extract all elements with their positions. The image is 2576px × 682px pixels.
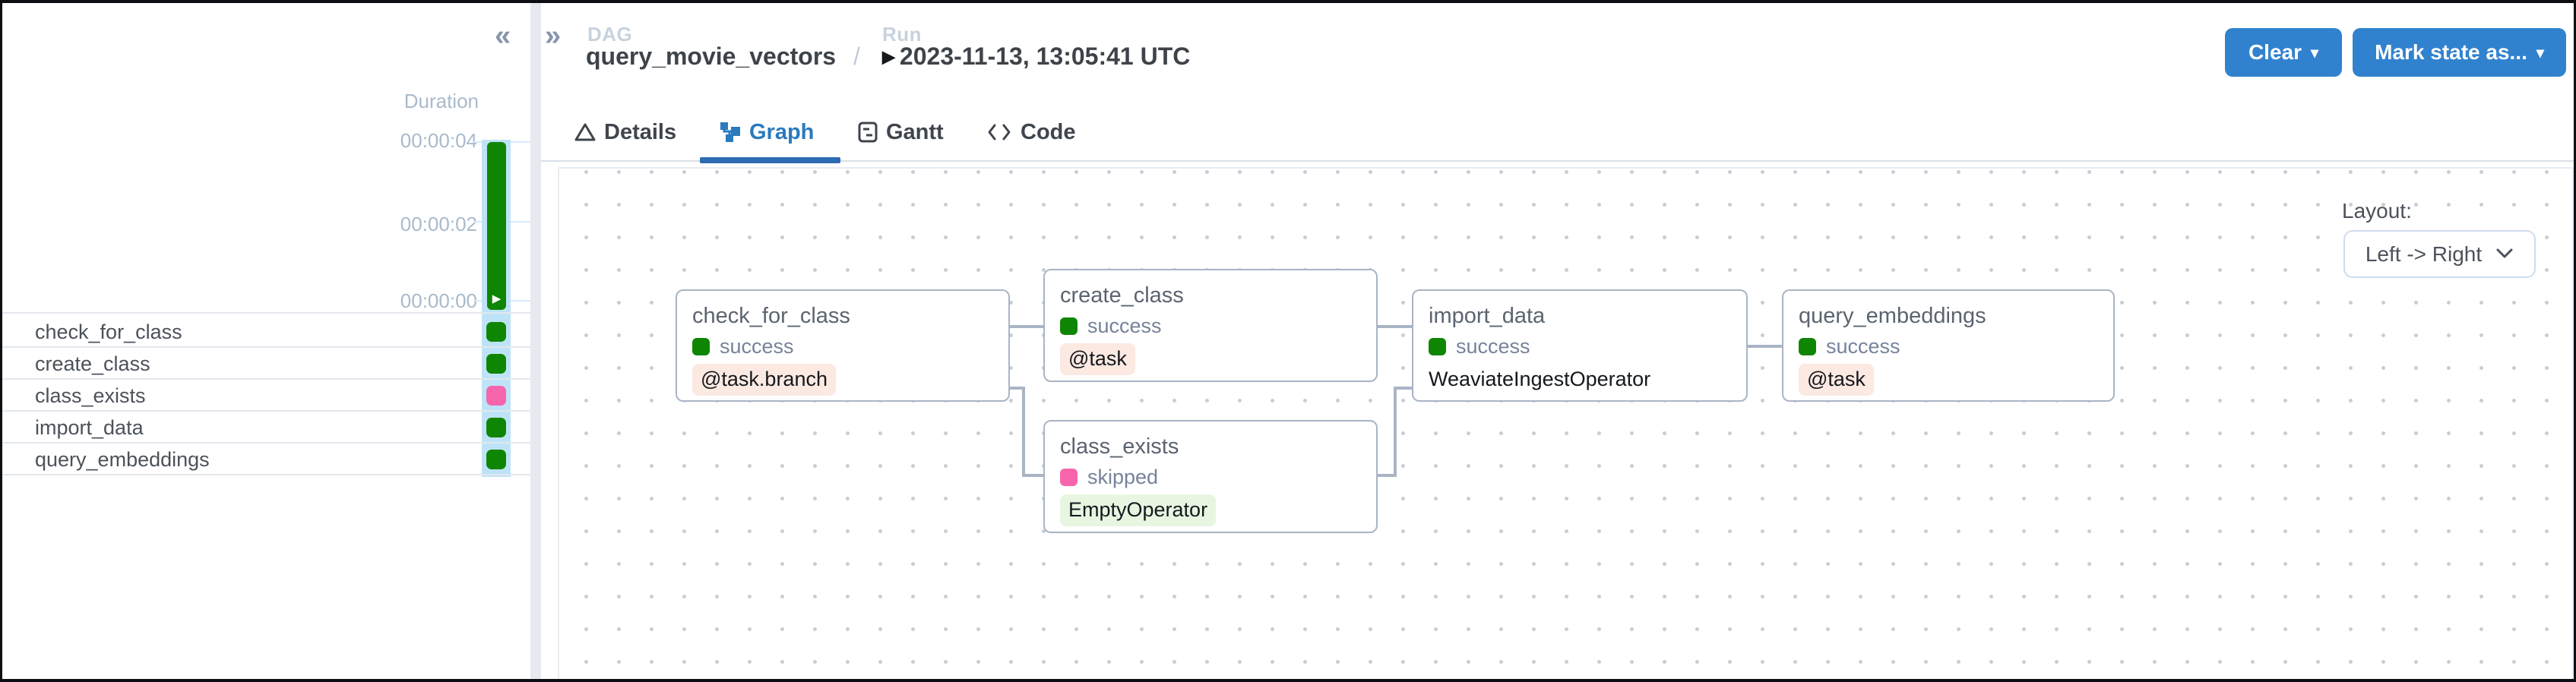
tab-code-label: Code [1021, 119, 1076, 144]
node-title: class_exists [1060, 434, 1179, 459]
tab-code[interactable]: Code [986, 117, 1076, 147]
node-state: success [1060, 314, 1361, 338]
task-state-square-success[interactable] [486, 322, 506, 342]
task-state-square-success[interactable] [486, 354, 506, 374]
layout-select-value: Left -> Right [2365, 242, 2483, 266]
chevron-down-icon: ▾ [2536, 44, 2544, 62]
graph-node-check_for_class[interactable]: check_for_class success @task.branch [676, 289, 1010, 402]
tab-gantt-label: Gantt [886, 119, 944, 144]
run-type-play-icon: ▶ [882, 46, 895, 66]
breadcrumb-run-id[interactable]: ▶ 2023-11-13, 13:05:41 UTC [882, 43, 1190, 71]
dag-run-duration-bar[interactable]: ▶ [487, 142, 506, 310]
graph-node-import_data[interactable]: import_data success WeaviateIngestOperat… [1412, 289, 1748, 402]
node-state-label: skipped [1087, 465, 1159, 488]
chevron-down-icon: ▾ [2311, 44, 2319, 62]
graph-hierarchy-icon [720, 122, 741, 143]
success-state-square [1799, 337, 1816, 355]
node-state-label: success [1456, 334, 1530, 358]
breadcrumb-run-label: Run [882, 23, 922, 46]
tab-gantt[interactable]: Gantt [858, 117, 944, 147]
clear-button-label: Clear [2248, 40, 2302, 64]
chevron-down-icon [2495, 244, 2514, 265]
task-row-check_for_class[interactable]: check_for_class [2, 316, 530, 348]
grid-panel: « Duration 00:00:04 00:00:02 00:00:00 ▶ … [2, 3, 533, 679]
details-triangle-icon [574, 122, 596, 142]
task-name: class_exists [35, 384, 146, 407]
success-state-square [692, 337, 710, 355]
grid-header-divider [2, 312, 530, 314]
operator-badge: @task [1060, 343, 1135, 375]
layout-label: Layout: [2342, 199, 2412, 223]
breadcrumb-dag-name[interactable]: query_movie_vectors [586, 43, 837, 70]
panel-divider[interactable] [530, 3, 541, 679]
expand-panel-icon[interactable]: » [545, 20, 562, 52]
node-title: check_for_class [692, 304, 850, 328]
layout-direction-select[interactable]: Left -> Right [2343, 230, 2536, 278]
tab-details-label: Details [604, 119, 677, 144]
tabbar-bottom-border [541, 160, 2574, 162]
task-state-square-success[interactable] [486, 418, 506, 437]
node-state-label: success [1087, 314, 1162, 337]
node-state-label: success [1826, 334, 1900, 358]
code-brackets-icon [986, 122, 1012, 142]
operator-badge: EmptyOperator [1060, 494, 1217, 526]
node-state: success [692, 335, 993, 358]
task-state-square-success[interactable] [486, 450, 506, 469]
node-title: create_class [1060, 283, 1184, 308]
run-timestamp: 2023-11-13, 13:05:41 UTC [899, 43, 1191, 70]
mark-state-button-label: Mark state as... [2375, 40, 2527, 64]
success-state-square [1060, 317, 1078, 335]
node-state: skipped [1060, 466, 1361, 489]
tab-details[interactable]: Details [574, 117, 676, 147]
manual-run-marker-icon: ▶ [492, 292, 502, 305]
task-state-square-skipped[interactable] [486, 386, 506, 406]
mark-state-as-button[interactable]: Mark state as... ▾ [2353, 28, 2566, 77]
edge-check_for_class-class_exists [1010, 387, 1044, 477]
node-state-label: success [720, 334, 794, 358]
graph-node-class_exists[interactable]: class_exists skipped EmptyOperator [1043, 420, 1378, 533]
task-row-create_class[interactable]: create_class [2, 348, 530, 380]
edge-class_exists-import_data [1378, 387, 1412, 477]
graph-node-query_embeddings[interactable]: query_embeddings success @task [1782, 289, 2115, 402]
node-title: query_embeddings [1799, 304, 1986, 328]
operator-badge: @task [1799, 363, 1874, 396]
task-row-import_data[interactable]: import_data [2, 412, 530, 444]
operator-badge: @task.branch [692, 363, 836, 396]
operator-badge: WeaviateIngestOperator [1429, 367, 1651, 390]
graph-canvas[interactable]: check_for_class success @task.branch cre… [558, 167, 2574, 679]
task-name: query_embeddings [35, 448, 210, 471]
active-tab-underline [700, 157, 840, 163]
task-name: check_for_class [35, 320, 182, 343]
skipped-state-square [1060, 468, 1078, 486]
tab-graph[interactable]: Graph [720, 117, 814, 147]
graph-node-create_class[interactable]: create_class success @task [1043, 269, 1378, 382]
clear-button[interactable]: Clear ▾ [2225, 28, 2342, 77]
gantt-chart-icon [858, 122, 878, 143]
task-name: create_class [35, 352, 150, 375]
task-row-query_embeddings[interactable]: query_embeddings [2, 444, 530, 475]
task-row-class_exists[interactable]: class_exists [2, 380, 530, 412]
duration-axis-title: Duration [403, 90, 479, 112]
duration-tick-2s: 00:00:02 [400, 213, 477, 235]
task-name: import_data [35, 416, 144, 439]
duration-tick-4s: 00:00:04 [400, 129, 477, 152]
node-state: success [1429, 335, 1731, 358]
duration-tick-0s: 00:00:00 [400, 289, 477, 312]
node-title: import_data [1429, 304, 1546, 328]
tab-graph-label: Graph [749, 119, 815, 144]
task-edges [1010, 325, 1782, 477]
success-state-square [1429, 337, 1446, 355]
breadcrumb-dag-label: DAG [587, 23, 633, 46]
breadcrumb-separator: / [853, 43, 860, 70]
collapse-panel-icon[interactable]: « [495, 20, 511, 52]
node-state: success [1799, 335, 2098, 358]
